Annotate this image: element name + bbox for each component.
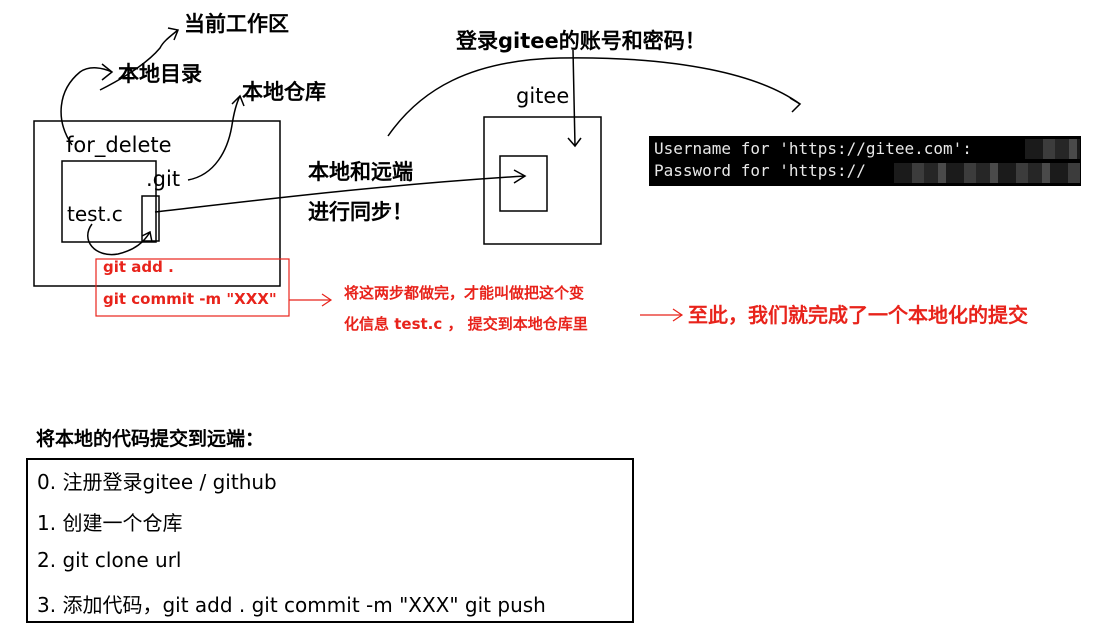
step-1: 1. 创建一个仓库 xyxy=(37,511,183,535)
sync-label-line1: 本地和远端 xyxy=(308,160,413,184)
terminal-username-line: Username for 'https://gitee.com': xyxy=(654,139,972,158)
steps-box: 0. 注册登录gitee / github 1. 创建一个仓库 2. git c… xyxy=(26,458,634,623)
terminal-snippet: Username for 'https://gitee.com': Passwo… xyxy=(649,136,1081,186)
gitee-remote-box xyxy=(483,116,602,245)
arrow-to-local-dir xyxy=(60,67,113,146)
git-add-command: git add . xyxy=(103,258,174,276)
workspace-box xyxy=(61,160,157,243)
git-commit-command: git commit -m "XXX" xyxy=(103,290,277,308)
local-directory-label: 本地目录 xyxy=(118,62,202,86)
commands-box xyxy=(95,258,290,317)
explanation-line2: 化信息 test.c ， 提交到本地仓库里 xyxy=(344,315,588,333)
login-arrow xyxy=(572,49,576,147)
gitee-repo-box xyxy=(499,155,548,212)
folder-label: for_delete xyxy=(66,133,172,157)
step-2: 2. git clone url xyxy=(37,548,182,572)
gitee-label: gitee xyxy=(516,84,570,108)
arrow-to-workspace xyxy=(99,29,179,91)
workspace-label: 当前工作区 xyxy=(184,12,289,36)
sync-arrow xyxy=(154,175,526,213)
git-dir-box xyxy=(141,195,160,242)
local-repo-label: 本地仓库 xyxy=(242,80,326,104)
conclusion-label: 至此，我们就完成了一个本地化的提交 xyxy=(688,303,1028,327)
terminal-password-line: Password for 'https:// xyxy=(654,161,866,180)
redacted-username xyxy=(1025,139,1080,159)
remote-section-heading: 将本地的代码提交到远端： xyxy=(36,428,265,450)
git-dir-label: .git xyxy=(146,167,181,191)
arc-to-terminal xyxy=(387,57,801,137)
arrow-to-local-repo xyxy=(187,95,241,181)
explanation-line1: 将这两步都做完，才能叫做把这个变 xyxy=(344,284,585,302)
step-3: 3. 添加代码，git add . git commit -m "XXX" gi… xyxy=(37,593,546,617)
local-directory-box xyxy=(33,120,281,287)
file-label: test.c xyxy=(67,202,123,226)
login-prompt-label: 登录gitee的账号和密码！ xyxy=(456,29,706,53)
arrow-file-to-git xyxy=(87,223,151,256)
sync-label-line2: 进行同步！ xyxy=(308,200,413,224)
redacted-password-url xyxy=(894,163,1080,183)
step-0: 0. 注册登录gitee / github xyxy=(37,470,277,494)
